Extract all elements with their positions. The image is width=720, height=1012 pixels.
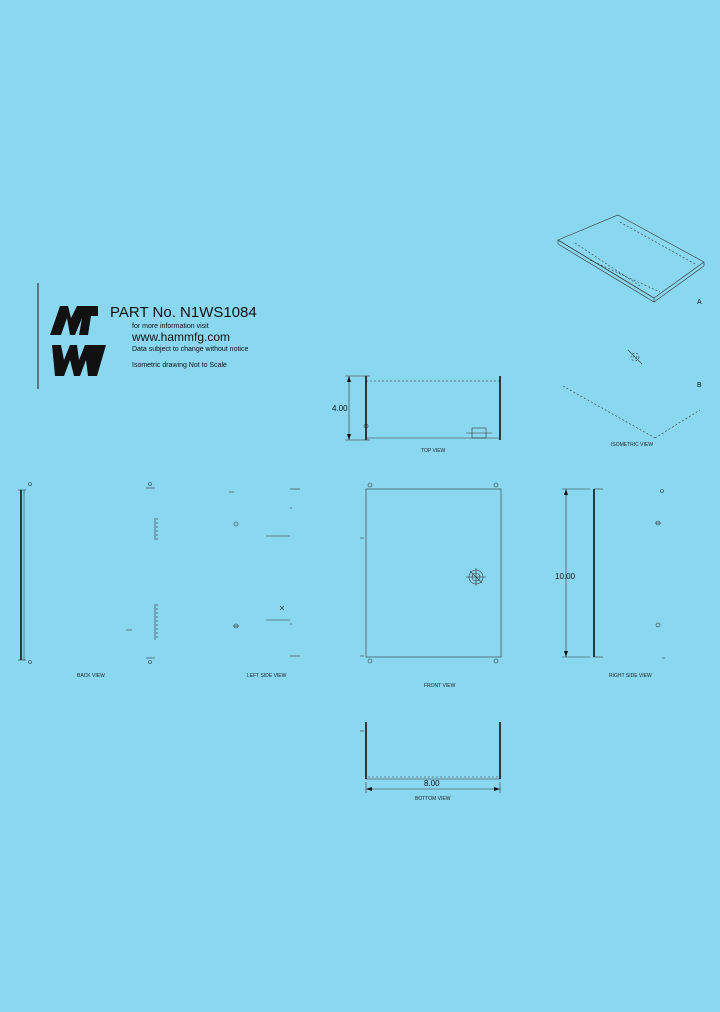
top-view-label: TOP VIEW [421, 448, 446, 454]
back-view [18, 482, 158, 664]
left-side-view-label: LEFT SIDE VIEW [247, 673, 287, 679]
bottom-view-label: BOTTOM VIEW [415, 796, 451, 802]
isometric-view-label: ISOMETRIC VIEW [611, 442, 653, 448]
left-side-view [229, 488, 300, 657]
bottom-view [360, 722, 501, 793]
top-view [345, 375, 501, 441]
front-view-label: FRONT VIEW [424, 683, 456, 689]
length-dimension: 10.00 [555, 572, 576, 581]
isometric-scale-note: Isometric drawing Not to Scale [132, 362, 227, 369]
title-block: PART No. N1WS1084 for more information v… [110, 304, 257, 369]
isometric-view-b [562, 349, 701, 439]
width-dimension: 8.00 [424, 779, 440, 788]
isometric-label-a: A [697, 299, 702, 306]
back-view-label: BACK VIEW [77, 673, 105, 679]
right-side-view [562, 488, 665, 659]
website-link[interactable]: www.hammfg.com [132, 330, 231, 344]
right-side-view-label: RIGHT SIDE VIEW [609, 673, 652, 679]
front-view [360, 482, 502, 664]
hammond-logo-icon [50, 306, 106, 376]
subject-to-change-note: Data subject to change without notice [132, 346, 249, 353]
more-info-text: for more information visit [132, 323, 209, 330]
part-number: PART No. N1WS1084 [110, 304, 257, 321]
isometric-label-b: B [697, 382, 702, 389]
height-dimension: 4.00 [332, 404, 348, 413]
isometric-view-a [557, 214, 705, 303]
